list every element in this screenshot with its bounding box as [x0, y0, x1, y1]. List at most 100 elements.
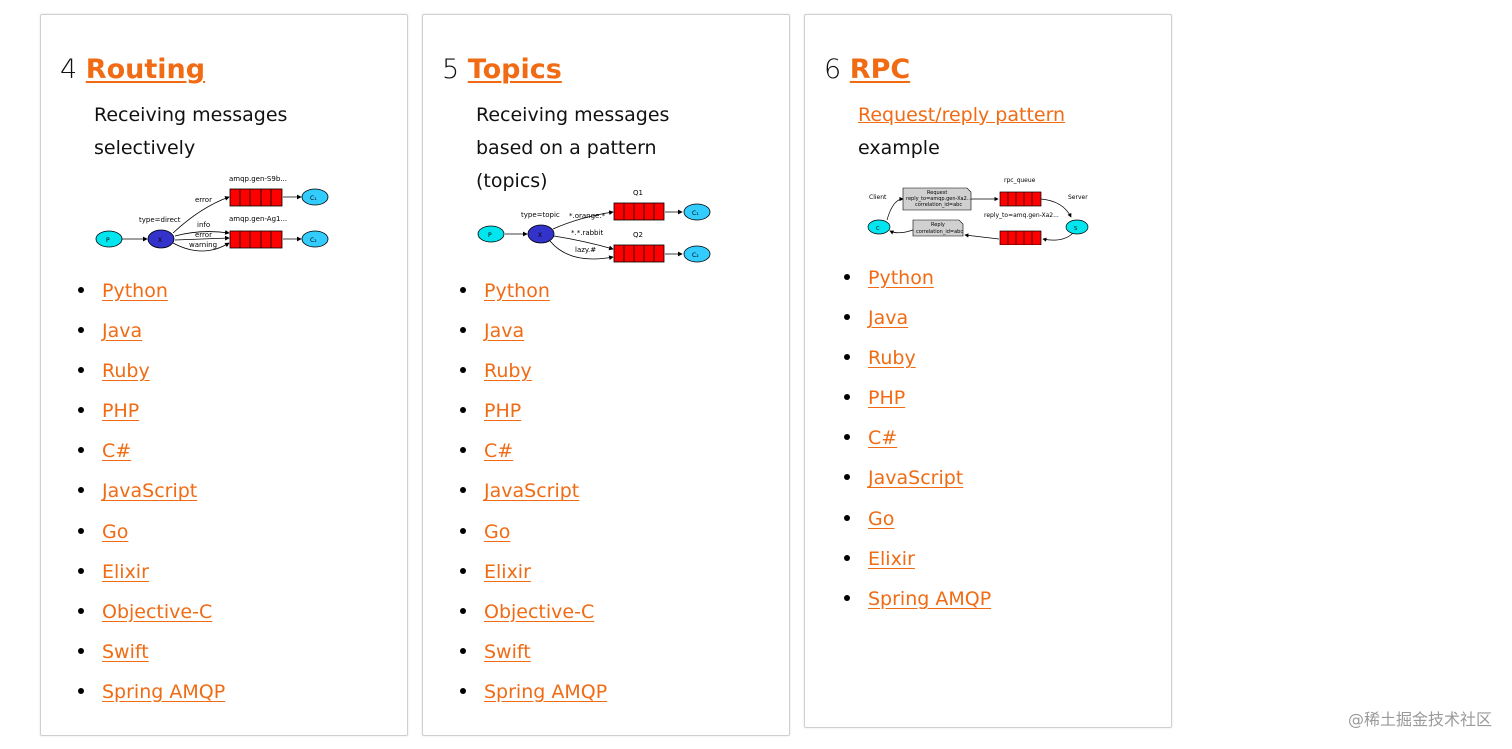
bullet-icon: [78, 367, 84, 374]
topics-title-link[interactable]: Topics: [467, 54, 562, 85]
language-link-php[interactable]: PHP: [868, 387, 906, 410]
request-reply-pattern-link[interactable]: Request/reply pattern: [858, 104, 1066, 126]
rpc-title-link[interactable]: RPC: [849, 54, 911, 85]
list-item: Elixir: [459, 560, 607, 600]
language-link-python[interactable]: Python: [868, 267, 934, 289]
queue1-icon: [613, 202, 665, 221]
exchange-type-label: type=topic: [521, 211, 560, 219]
bullet-icon: [460, 647, 466, 654]
list-item: JavaScript: [843, 466, 991, 506]
request-note-line: correlation_id=abc: [915, 202, 962, 208]
rpc-diagram: Client Server rpc_queue reply_to=amq.gen…: [867, 177, 1089, 245]
bullet-icon: [460, 687, 466, 694]
bullet-icon: [78, 567, 84, 574]
exchange-icon: [147, 229, 175, 249]
language-link-php[interactable]: PHP: [484, 400, 522, 423]
language-link-ruby[interactable]: Ruby: [484, 360, 532, 383]
list-item: Python: [77, 279, 225, 319]
list-item: Swift: [459, 640, 607, 680]
list-item: Ruby: [843, 346, 991, 386]
language-link-elixir[interactable]: Elixir: [484, 560, 531, 583]
bullet-icon: [78, 447, 84, 454]
language-link-spring-amqp[interactable]: Spring AMQP: [484, 680, 608, 703]
bullet-icon: [460, 327, 466, 334]
client-label: Client: [869, 194, 887, 201]
bullet-icon: [78, 687, 84, 694]
binding-rabbit: *.*.rabbit: [571, 229, 603, 237]
language-link-go[interactable]: Go: [102, 520, 129, 543]
binding-lazy: lazy.#: [575, 246, 596, 254]
exchange-label: X: [158, 237, 162, 244]
card-title: 5 Topics: [442, 53, 562, 87]
consumer1-label: C₁: [310, 195, 317, 202]
card-title: 6 RPC: [824, 53, 910, 87]
list-item: PHP: [843, 386, 991, 426]
language-link-swift[interactable]: Swift: [102, 640, 149, 663]
server-icon: [1065, 219, 1089, 235]
binding-orange: *.orange.*: [569, 212, 606, 220]
description-text: example: [858, 137, 940, 159]
bullet-icon: [844, 474, 850, 481]
language-link-swift[interactable]: Swift: [484, 640, 531, 663]
consumer2-label: C₂: [692, 252, 699, 259]
language-link-csharp[interactable]: C#: [484, 440, 514, 463]
list-item: JavaScript: [459, 479, 607, 519]
reply-queue-icon: [999, 230, 1042, 245]
language-link-objective-c[interactable]: Objective-C: [484, 600, 595, 623]
bullet-icon: [78, 647, 84, 654]
language-link-spring-amqp[interactable]: Spring AMQP: [868, 587, 992, 610]
bullet-icon: [844, 594, 850, 601]
list-item: C#: [77, 439, 225, 479]
language-link-python[interactable]: Python: [102, 280, 168, 302]
request-note-icon: Request reply_to=amqp.gen-Xa2... correla…: [902, 187, 972, 211]
language-link-java[interactable]: Java: [868, 307, 909, 330]
language-link-java[interactable]: Java: [484, 320, 525, 343]
language-link-javascript[interactable]: JavaScript: [868, 467, 964, 490]
bullet-icon: [78, 607, 84, 614]
producer-label: P: [106, 237, 110, 244]
queue1-name: amqp.gen-S9b...: [229, 175, 287, 183]
list-item: Python: [459, 279, 607, 319]
language-link-ruby[interactable]: Ruby: [102, 360, 150, 383]
tutorial-card-routing: 4 Routing Receiving messages selectively…: [40, 14, 408, 736]
bullet-icon: [78, 407, 84, 414]
language-link-go[interactable]: Go: [868, 507, 895, 530]
topics-diagram: type=topic Q1 Q2 *.orange.* *.*.rabbit l…: [477, 189, 711, 263]
client-icon: [867, 219, 891, 235]
list-item: Ruby: [77, 359, 225, 399]
server-node-label: S: [1074, 226, 1077, 232]
queue1-name: Q1: [633, 189, 643, 197]
consumer2-icon: [301, 230, 329, 248]
language-link-ruby[interactable]: Ruby: [868, 347, 916, 370]
language-link-go[interactable]: Go: [484, 520, 511, 543]
list-item: Elixir: [843, 547, 991, 587]
language-link-elixir[interactable]: Elixir: [868, 547, 915, 570]
language-link-java[interactable]: Java: [102, 320, 143, 343]
consumer2-label: C₂: [310, 237, 317, 244]
list-item: Swift: [77, 640, 225, 680]
exchange-icon: [527, 224, 555, 244]
card-description: Receiving messages selectively: [94, 104, 288, 159]
routing-title-link[interactable]: Routing: [85, 54, 206, 85]
language-list: Python Java Ruby PHP C# JavaScript Go El…: [77, 279, 225, 720]
language-link-elixir[interactable]: Elixir: [102, 560, 149, 583]
language-link-javascript[interactable]: JavaScript: [484, 480, 580, 503]
language-link-python[interactable]: Python: [484, 280, 550, 302]
language-link-spring-amqp[interactable]: Spring AMQP: [102, 680, 226, 703]
bullet-icon: [78, 327, 84, 334]
card-number: 5: [442, 54, 460, 85]
language-link-javascript[interactable]: JavaScript: [102, 480, 198, 503]
language-link-php[interactable]: PHP: [102, 400, 140, 423]
language-link-csharp[interactable]: C#: [102, 440, 132, 463]
language-link-csharp[interactable]: C#: [868, 427, 898, 450]
queue2-icon: [229, 230, 283, 249]
server-label: Server: [1068, 194, 1088, 201]
language-link-objective-c[interactable]: Objective-C: [102, 600, 213, 623]
binding-warning: warning: [189, 241, 217, 249]
queue2-name: amqp.gen-Ag1...: [229, 215, 287, 223]
list-item: Spring AMQP: [459, 680, 607, 720]
reply-note-icon: Reply correlation_id=abc: [912, 219, 963, 237]
producer-icon: [477, 225, 505, 243]
bullet-icon: [460, 447, 466, 454]
bullet-icon: [460, 567, 466, 574]
